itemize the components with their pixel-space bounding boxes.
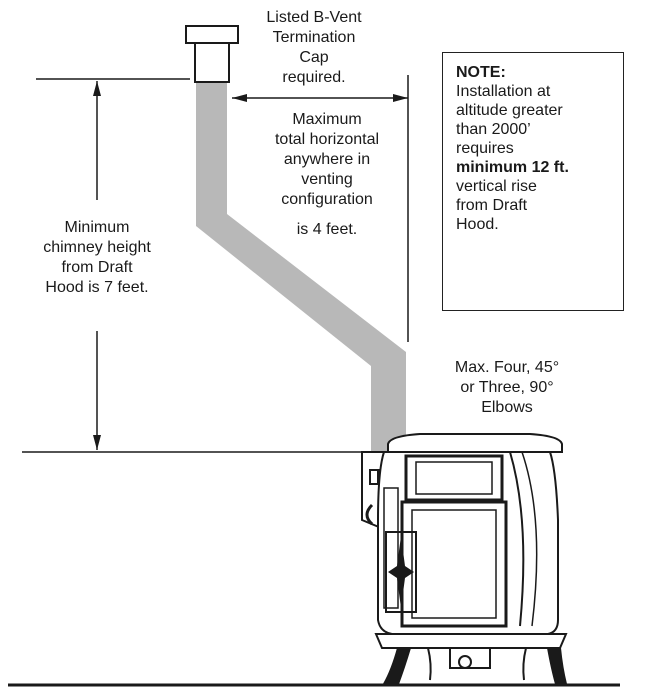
stove-icon <box>361 433 568 685</box>
horizontal-label: Maximum total horizontal anywhere in ven… <box>274 111 380 238</box>
vent-pipe <box>196 82 406 456</box>
termination-cap-icon <box>185 25 239 83</box>
elbows-label: Max. Four, 45° or Three, 90° Elbows <box>454 359 560 416</box>
height-label: Minimum chimney height from Draft Hood i… <box>43 219 151 296</box>
height-dimension <box>22 78 372 453</box>
horizontal-dimension <box>232 75 409 342</box>
note-title: NOTE: <box>456 64 506 81</box>
cap-label: Listed B-Vent Termination Cap required. <box>266 9 362 86</box>
note-box: NOTE: Installation at altitude greater t… <box>442 52 624 311</box>
star-icon <box>388 536 414 608</box>
